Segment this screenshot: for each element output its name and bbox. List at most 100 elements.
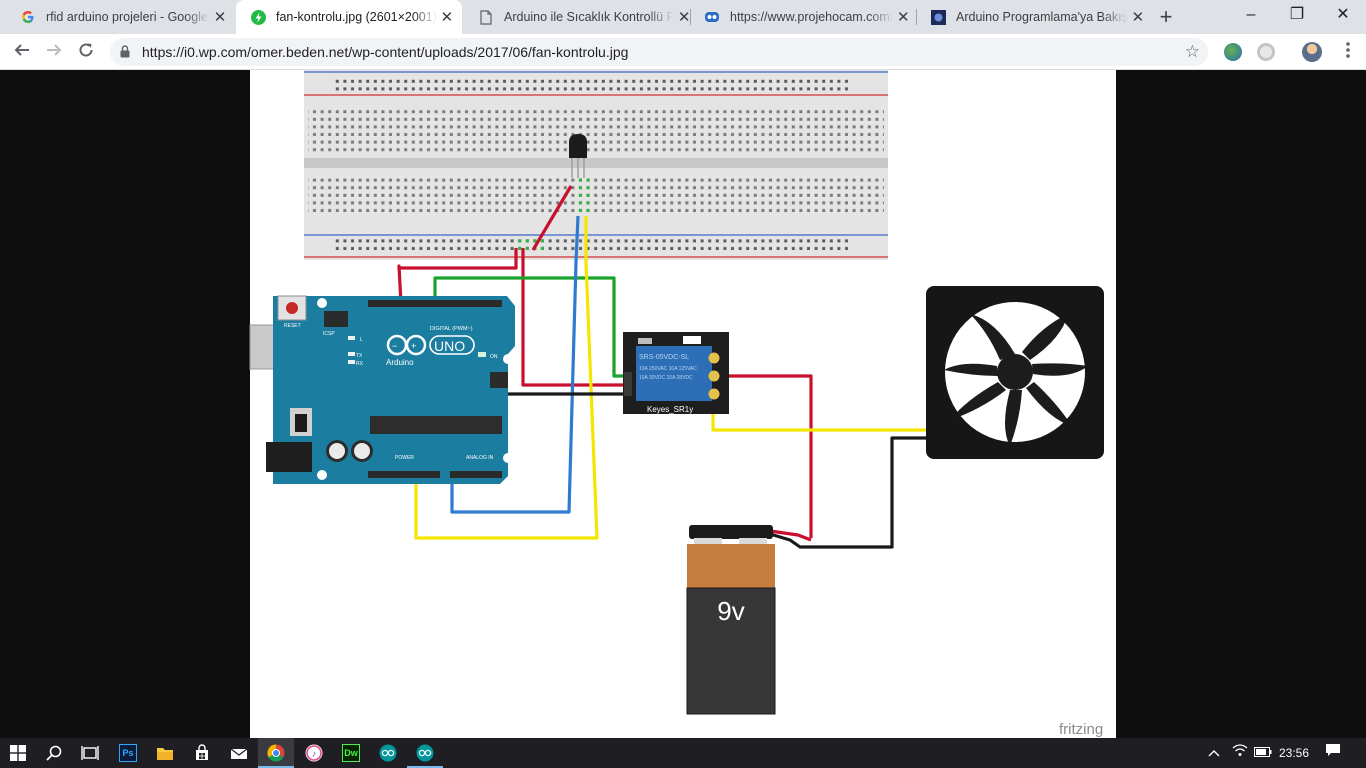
red-wire-battery (714, 374, 813, 538)
battery-label: 9v (717, 596, 744, 626)
mail-icon (230, 748, 248, 759)
close-icon[interactable]: ✕ (1131, 9, 1145, 26)
arrow-right-icon (47, 44, 62, 56)
svg-text:♪: ♪ (312, 749, 317, 759)
file-explorer-taskbar-item[interactable] (147, 738, 183, 768)
task-view-button[interactable] (72, 738, 108, 768)
wires (397, 185, 926, 549)
battery-button[interactable] (1252, 738, 1274, 768)
page-icon (478, 9, 494, 25)
profile-avatar[interactable] (1302, 42, 1322, 62)
l-label: L (360, 337, 363, 343)
chrome-taskbar-item[interactable] (258, 738, 294, 768)
close-icon[interactable]: ✕ (213, 9, 227, 26)
tab-title: rfid arduino projeleri - Google (46, 10, 208, 24)
tab-arduino-sicaklik[interactable]: Arduino ile Sıcaklık Kontrollü F ✕ (464, 0, 691, 34)
store-icon (196, 744, 208, 760)
extension-circle-icon[interactable] (1257, 43, 1275, 61)
folder-icon (157, 747, 173, 760)
icsp-label: ICSP (323, 331, 335, 337)
digital-label: DIGITAL (PWM~) (430, 326, 473, 332)
arduino-uno-board: RESET ICSP DIGITAL (PWM~) − + UNO Arduin… (249, 295, 515, 484)
battery-lead-red (769, 529, 812, 542)
battery-icon (1254, 747, 1272, 757)
close-window-button[interactable]: ✕ (1336, 6, 1350, 23)
battery-lead-black (769, 532, 812, 549)
black-wire-fan (812, 436, 926, 549)
robot-icon (704, 9, 720, 25)
fan (926, 286, 1104, 459)
photoshop-taskbar-item[interactable]: Ps (110, 738, 146, 768)
search-button[interactable] (36, 738, 72, 768)
battery-9v: 9v (686, 525, 776, 715)
windows-taskbar: Ps ♪ Dw 23:56 (0, 738, 1366, 768)
on-label: ON (490, 354, 498, 360)
itunes-taskbar-item[interactable]: ♪ (296, 738, 332, 768)
green-wire (433, 276, 628, 378)
url-text: https://i0.wp.com/omer.beden.net/wp-cont… (142, 44, 629, 60)
blue-wire (450, 215, 580, 514)
back-button[interactable] (8, 38, 36, 66)
fritzing-watermark: fritzing (1059, 721, 1103, 738)
red-wire-sensor (531, 185, 573, 251)
rx-label: RX (356, 361, 364, 367)
menu-button[interactable] (1334, 38, 1362, 66)
red-wire-relay (521, 248, 628, 387)
close-icon[interactable]: ✕ (677, 9, 691, 26)
breadboard (304, 70, 888, 260)
chrome-icon (267, 744, 285, 762)
store-taskbar-item[interactable] (184, 738, 220, 768)
forward-button[interactable] (40, 38, 68, 66)
more-vert-icon (1346, 42, 1350, 58)
tab-arduino-programlama[interactable]: Arduino Programlama'ya Bakış ✕ (916, 0, 1144, 34)
notification-icon (1326, 744, 1340, 756)
browser-toolbar: https://i0.wp.com/omer.beden.net/wp-cont… (0, 34, 1366, 70)
bolt-icon (250, 9, 266, 25)
dreamweaver-taskbar-item[interactable]: Dw (333, 738, 369, 768)
arrow-left-icon (14, 44, 29, 56)
clock[interactable]: 23:56 (1278, 746, 1310, 760)
arduino-icon (416, 744, 434, 762)
close-icon[interactable]: ✕ (896, 9, 910, 26)
mail-taskbar-item[interactable] (221, 738, 257, 768)
bookmark-star-icon[interactable]: ☆ (1184, 42, 1200, 61)
start-button[interactable] (0, 738, 36, 768)
network-button[interactable] (1229, 738, 1251, 768)
arduino-taskbar-item[interactable] (370, 738, 406, 768)
tab-title: fan-kontrolu.jpg (2601×2001) (276, 10, 437, 24)
dreamweaver-icon: Dw (342, 744, 360, 762)
relay-module: SRS-05VDC-SL 10A 250VAC 10A 125VAC 10A 3… (623, 332, 729, 414)
chevron-up-icon (1208, 750, 1220, 757)
arduino-taskbar-item-2[interactable] (407, 738, 443, 768)
new-tab-button[interactable]: + (1159, 4, 1173, 29)
minimize-button[interactable]: – (1246, 6, 1256, 23)
tab-fan-kontrolu[interactable]: fan-kontrolu.jpg (2601×2001) ✕ (236, 0, 462, 34)
svg-text:+: + (411, 341, 416, 351)
tab-title: Arduino ile Sıcaklık Kontrollü F (504, 10, 675, 24)
close-icon[interactable]: ✕ (440, 9, 454, 26)
tray-overflow-button[interactable] (1203, 738, 1225, 768)
yellow-wire-fan (711, 394, 926, 432)
svg-text:−: − (392, 341, 397, 351)
uno-label: UNO (434, 338, 465, 354)
arduino-label: Arduino (386, 358, 414, 367)
restore-button[interactable]: ❐ (1289, 6, 1305, 23)
task-view-icon (81, 746, 99, 760)
address-bar[interactable]: https://i0.wp.com/omer.beden.net/wp-cont… (110, 38, 1208, 66)
tab-strip: rfid arduino projeleri - Google ✕ fan-ko… (0, 0, 1366, 34)
fan-control-circuit-image[interactable]: RESET ICSP DIGITAL (PWM~) − + UNO Arduin… (249, 70, 1116, 738)
windows-logo-icon (10, 745, 26, 761)
tab-separator (916, 9, 917, 25)
tab-title: https://www.projehocam.com/ (730, 10, 894, 24)
reload-icon (79, 43, 93, 57)
reload-button[interactable] (72, 38, 100, 66)
tab-projehocam[interactable]: https://www.projehocam.com/ ✕ (690, 0, 916, 34)
google-icon (20, 9, 36, 25)
action-center-button[interactable] (1320, 738, 1346, 768)
relay-rating-2: 10A 30VDC 10A 28VDC (639, 375, 693, 381)
site-icon (930, 9, 946, 25)
tab-google-search[interactable]: rfid arduino projeleri - Google ✕ (6, 0, 236, 34)
extension-globe-icon[interactable] (1224, 43, 1242, 61)
search-icon (46, 745, 62, 761)
analog-label: ANALOG IN (466, 455, 494, 461)
